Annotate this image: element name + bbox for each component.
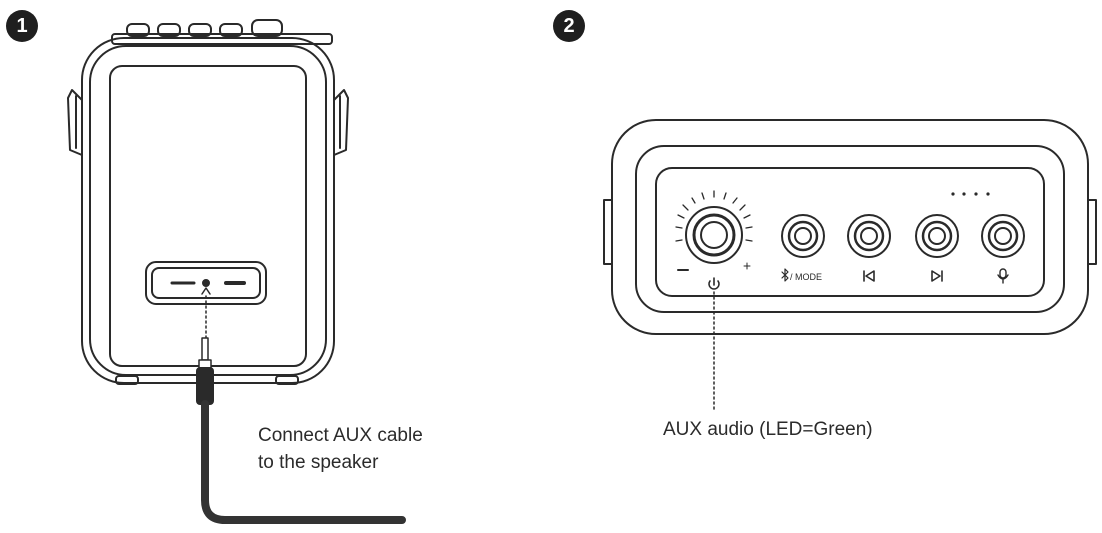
speaker-top-buttons [111,19,333,45]
previous-button [847,214,891,258]
left-foot [115,375,139,385]
control-panel [655,167,1045,297]
volume-knob [675,190,753,271]
step-2-badge: 2 [553,10,585,42]
step-1-badge: 1 [6,10,38,42]
right-strap [333,89,349,156]
previous-track-icon [863,270,875,282]
speaker-grille-panel [109,65,307,367]
next-button [915,214,959,258]
right-foot [275,375,299,385]
step-2-caption-line-1: AUX audio (LED=Green) [663,419,873,440]
speaker-top-view [603,119,1097,413]
speaker-body-inner [89,45,327,376]
power-icon [708,277,720,290]
step-1-caption: Connect AUX cable to the speaker [258,422,423,476]
speaker-back-view [67,19,349,385]
top-body-outer [611,119,1089,335]
right-tab [1087,199,1097,265]
aux-cable [196,337,406,524]
aux-port [202,279,210,287]
next-track-icon [931,270,943,282]
step-2-caption: AUX audio (LED=Green) [663,416,873,443]
bluetooth-icon [781,268,789,282]
top-body-mid [635,145,1065,313]
left-tab [603,199,613,265]
microphone-icon [997,268,1009,284]
left-strap [67,89,83,156]
led-indicators [951,192,990,196]
microphone-button [981,214,1025,258]
step-1-caption-line-2: to the speaker [258,452,379,473]
aux-port-arrow [201,287,211,295]
mode-button [781,214,825,258]
port-panel [145,261,267,305]
step-1-caption-line-1: Connect AUX cable [258,425,423,446]
mode-label: / MODE [790,272,822,282]
speaker-body-outer [81,37,335,384]
